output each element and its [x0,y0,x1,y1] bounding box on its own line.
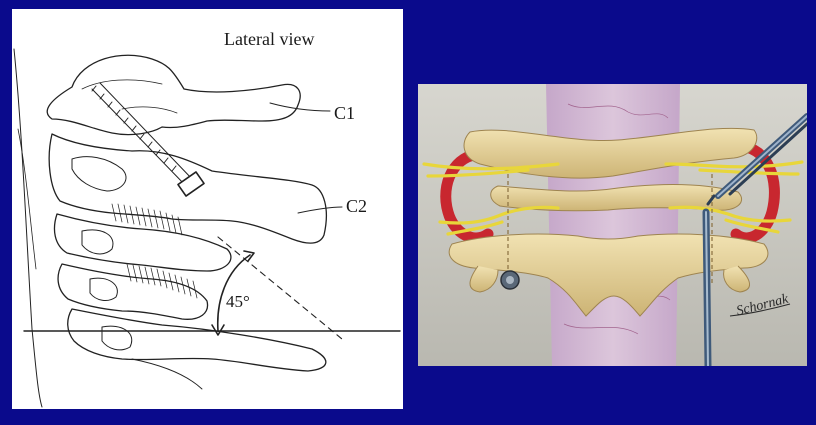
c1-vertebra [46,54,301,136]
vertebral-artery-right [730,140,780,244]
c2-vertebra [48,133,327,244]
lateral-view-drawing: Lateral view C1 C2 45° [13,29,401,408]
posterior-view-illustration: Schornak [418,84,807,366]
c2-lamina [448,233,769,317]
label-c1: C1 [334,103,355,123]
posterior-view-drawing: Schornak [418,84,807,366]
drill-guide [702,208,712,366]
angle-label: 45° [226,292,250,311]
vertebral-artery-left [440,148,494,244]
nerve-root-upper-left [422,162,560,171]
nerve-root-lower-left [438,205,560,225]
transarticular-screw [91,82,205,197]
nerve-root-lower-right [668,205,792,223]
lateral-view-illustration: Lateral view C1 C2 45° [12,9,403,409]
angle-arc [216,254,251,332]
view-title: Lateral view [224,29,314,49]
dura-mater [546,84,680,366]
label-c2: C2 [346,196,367,216]
surgical-instrument [706,113,807,206]
nerve-root-upper-right [664,160,804,169]
trajectory-line [217,236,343,340]
